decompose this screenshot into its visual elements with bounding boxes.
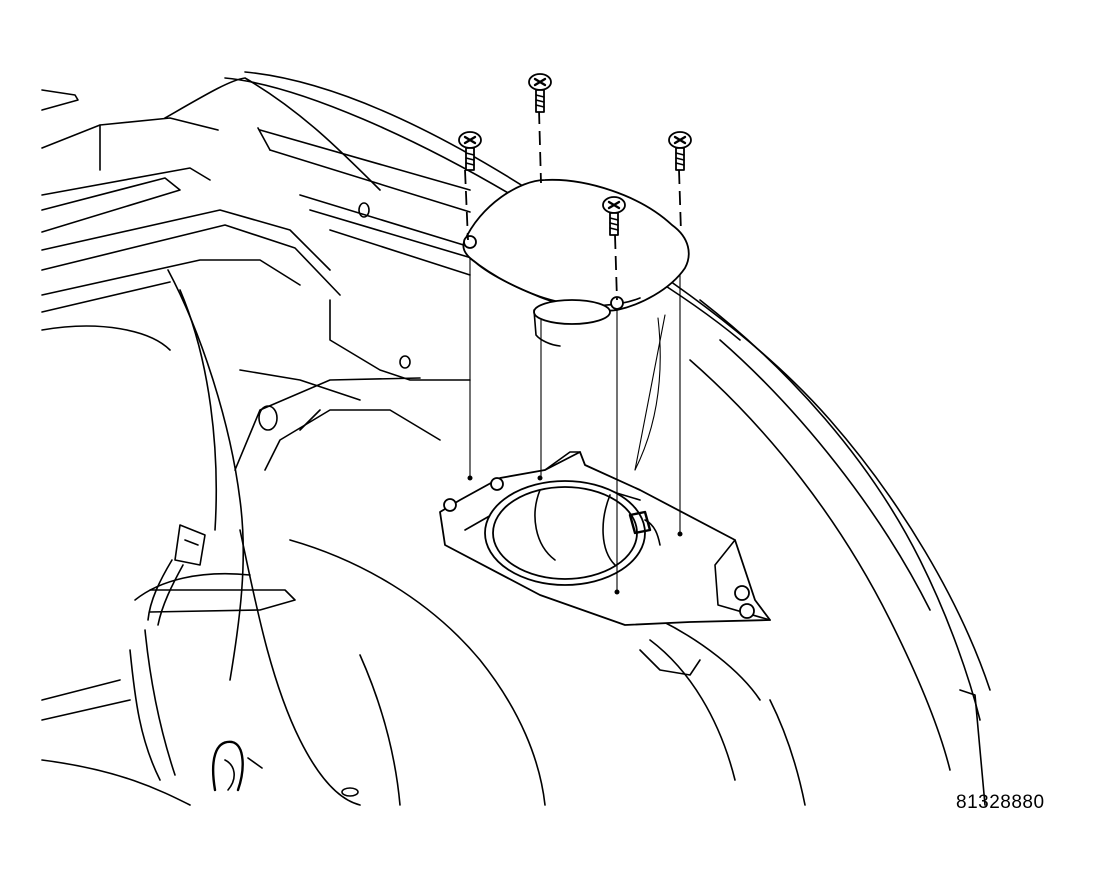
screw-paths (464, 109, 682, 301)
vehicle-body-structure (41, 71, 991, 806)
alignment-lines (469, 249, 681, 593)
screw (602, 196, 626, 236)
figure-number: 81328880 (956, 792, 1045, 813)
screw (528, 73, 552, 113)
screw (458, 131, 482, 171)
speaker-mounting-bracket (439, 451, 771, 626)
screw (668, 131, 692, 171)
speaker-cover (462, 178, 690, 347)
